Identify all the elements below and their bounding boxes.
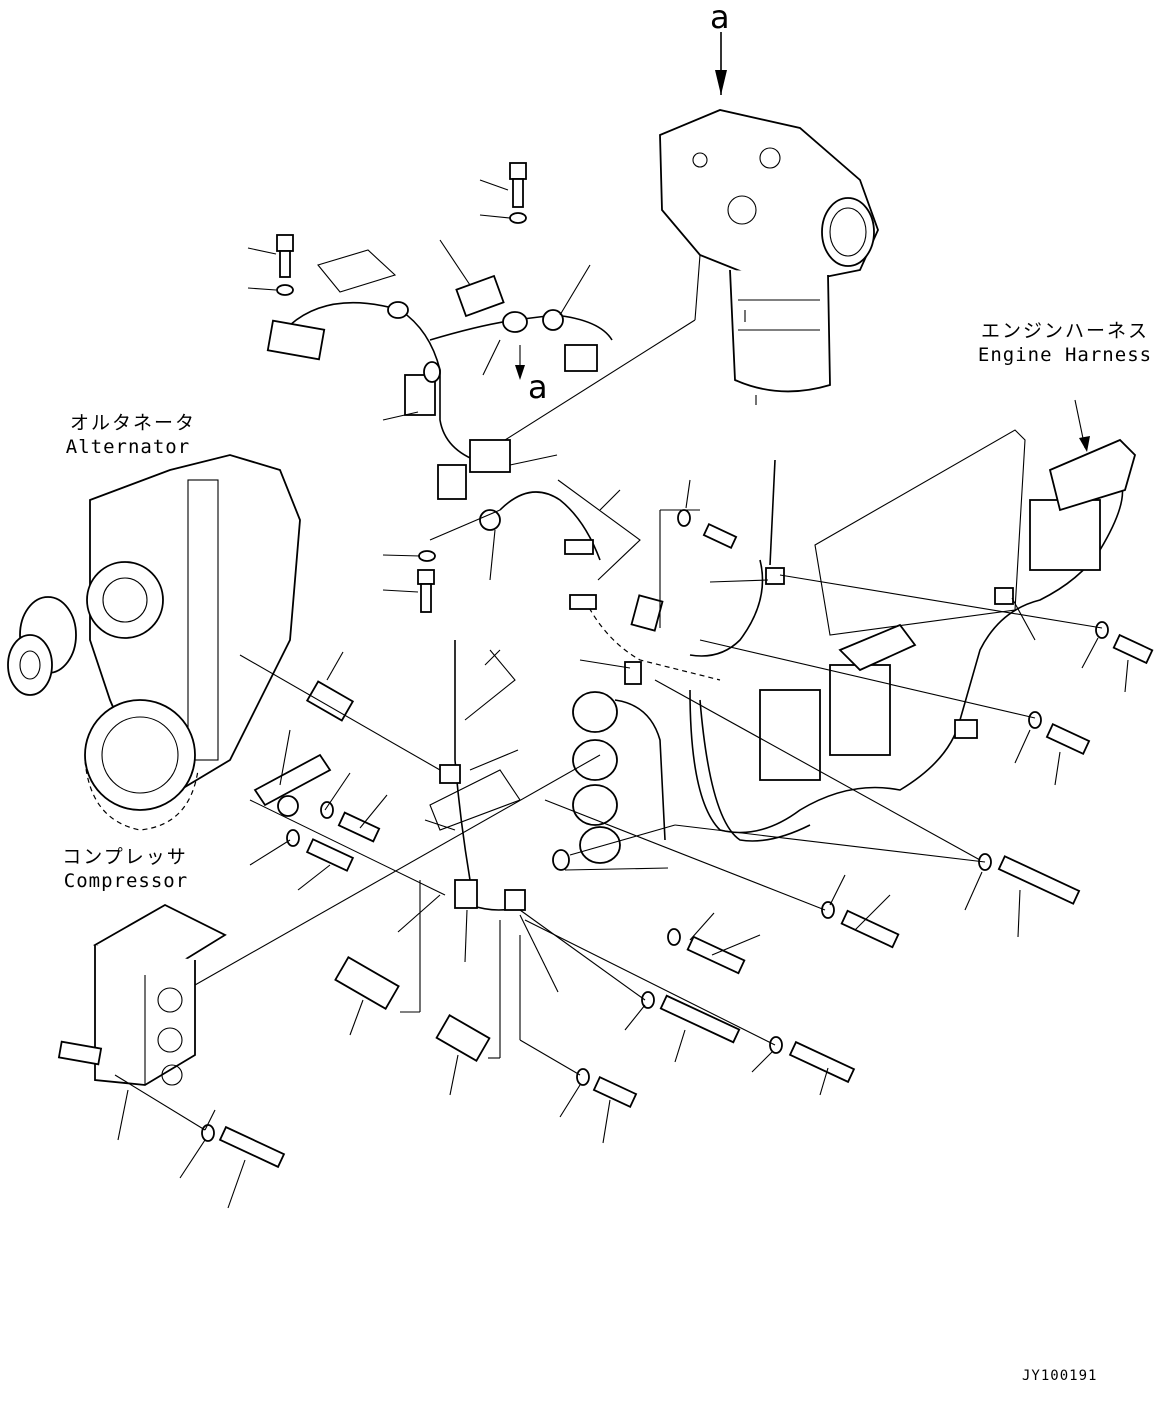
lower-bolts bbox=[201, 621, 1154, 1169]
compressor-bracket bbox=[57, 903, 227, 1086]
view-marker-detail: a bbox=[528, 368, 548, 406]
alternator bbox=[7, 454, 301, 831]
view-arrow-a bbox=[715, 32, 727, 95]
engine-harness bbox=[689, 429, 1137, 842]
alternator-label-en: Alternator bbox=[65, 436, 191, 458]
pump-assembly bbox=[659, 109, 879, 405]
engine-harness-label-en: Engine Harness bbox=[977, 344, 1153, 366]
engine-harness-label-jp: エンジンハーネス bbox=[980, 320, 1149, 342]
upper-bolts bbox=[276, 162, 738, 613]
document-id: JY100191 bbox=[1022, 1368, 1098, 1384]
alternator-label-jp: オルタネータ bbox=[70, 412, 197, 434]
compressor-label-jp: コンプレッサ bbox=[62, 846, 188, 868]
upper-harness bbox=[266, 274, 613, 500]
compressor-label-en: Compressor bbox=[63, 870, 189, 892]
round-connectors bbox=[572, 691, 666, 864]
leader-lines bbox=[114, 179, 1129, 1209]
view-marker-top: a bbox=[710, 0, 730, 36]
spacers bbox=[253, 680, 491, 1062]
central-harness bbox=[439, 459, 785, 911]
